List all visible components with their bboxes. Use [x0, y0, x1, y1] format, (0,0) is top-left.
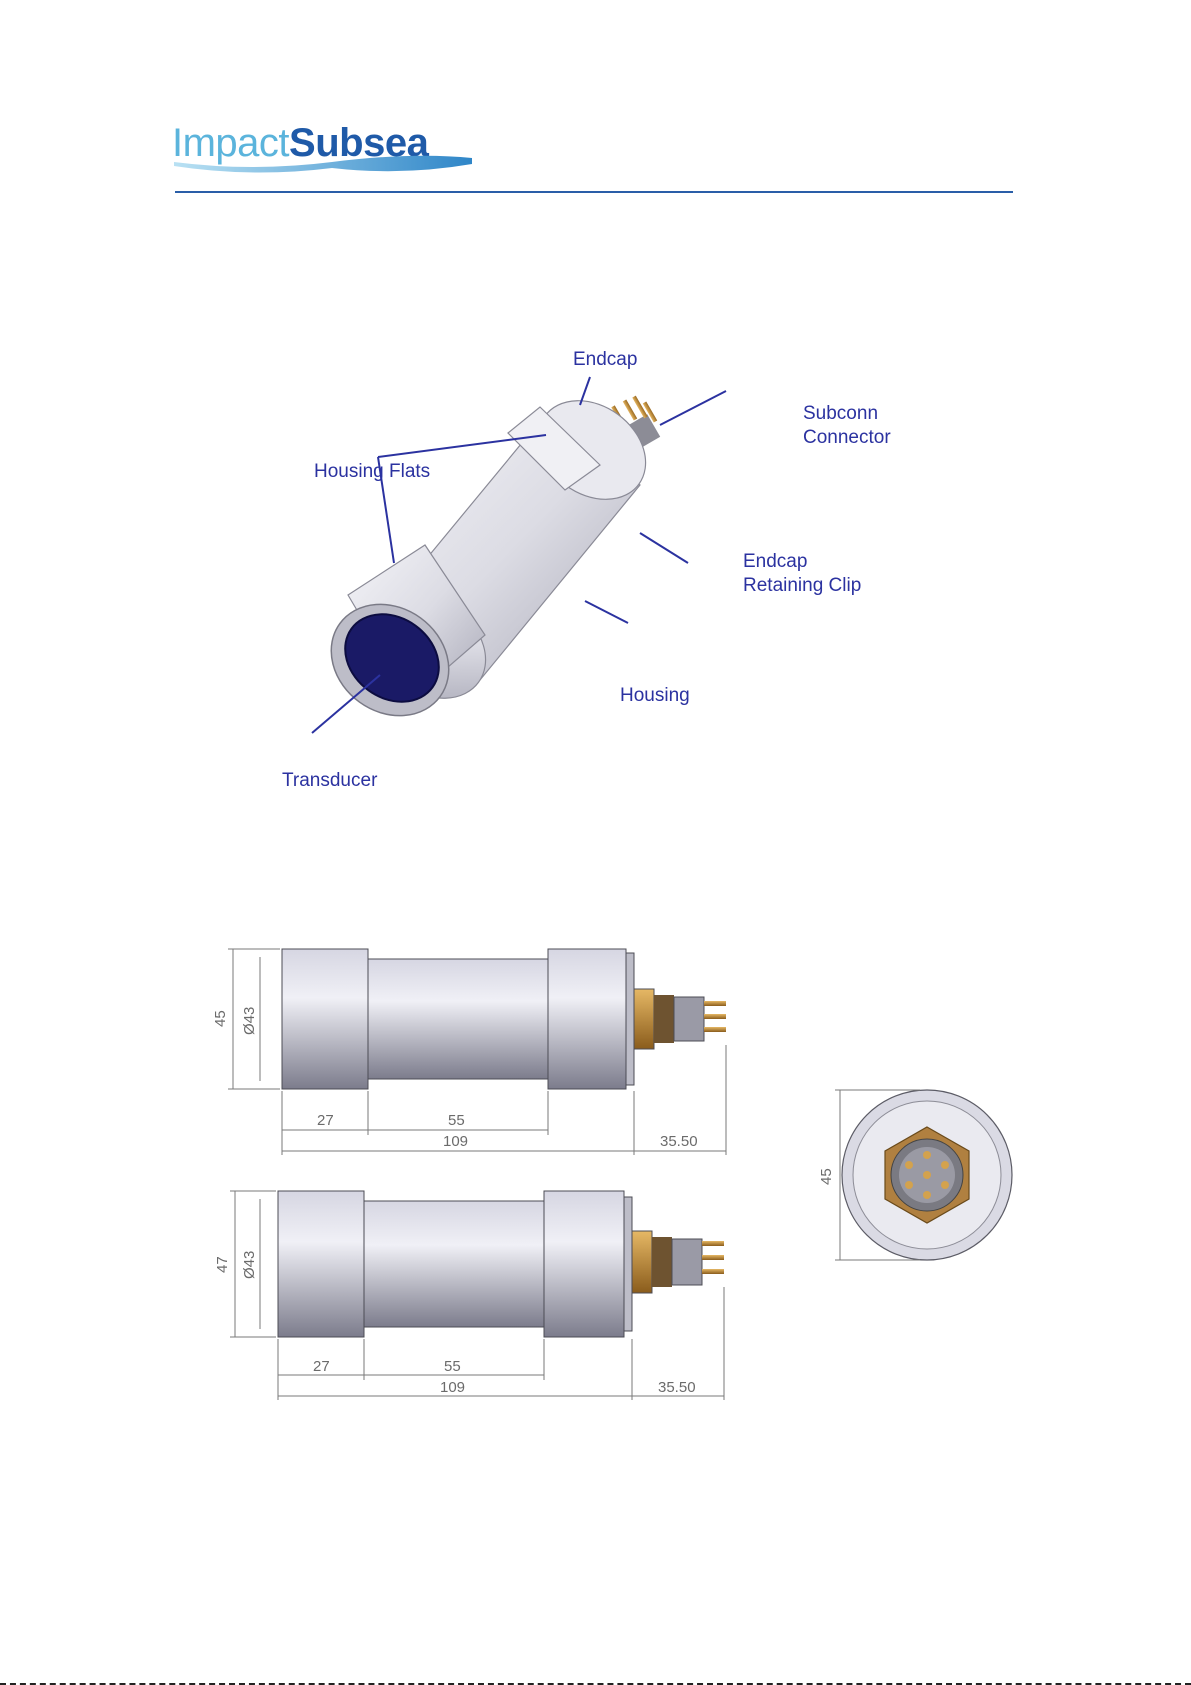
callout-endcap: Endcap	[573, 349, 637, 370]
callout-housing: Housing	[620, 685, 690, 706]
dim-bottom-height: 47	[214, 1256, 231, 1273]
dim-bottom-total: 109	[440, 1379, 465, 1396]
dim-bottom-diameter: Ø43	[241, 1251, 258, 1279]
header-divider	[175, 191, 1013, 193]
technical-drawing: 45 Ø43 27 55 109 35.50 47 Ø43 27 55 109 …	[200, 935, 1060, 1425]
dim-bottom-flat: 27	[313, 1358, 330, 1375]
callout-subconn-line1: Subconn	[803, 403, 878, 424]
callout-subconn-line2: Connector	[803, 427, 891, 448]
dim-top-diameter: Ø43	[241, 1007, 258, 1035]
leader-subconn	[660, 391, 726, 425]
leader-housing	[585, 601, 628, 623]
callout-retaining-line1: Endcap	[743, 551, 807, 572]
dim-top-conn: 35.50	[660, 1133, 698, 1150]
dim-bottom-mid: 55	[444, 1358, 461, 1375]
dim-top-total: 109	[443, 1133, 468, 1150]
callout-housing-flats: Housing Flats	[314, 461, 430, 482]
leader-retaining-clip	[640, 533, 688, 563]
dim-top-height: 45	[212, 1010, 229, 1027]
company-logo: ImpactSubsea	[172, 118, 482, 178]
end-view	[835, 1090, 1012, 1260]
callout-transducer: Transducer	[282, 770, 378, 791]
logo-text-impact: Impact	[172, 121, 289, 165]
side-view-top	[228, 949, 726, 1155]
dim-end-height: 45	[818, 1168, 835, 1185]
dim-top-mid: 55	[448, 1112, 465, 1129]
side-view-bottom	[230, 1191, 724, 1400]
dim-bottom-conn: 35.50	[658, 1379, 696, 1396]
callout-retaining-line2: Retaining Clip	[743, 575, 861, 596]
dim-top-flat: 27	[317, 1112, 334, 1129]
sensor-illustration: Endcap Subconn Connector Housing Flats E…	[270, 335, 920, 795]
